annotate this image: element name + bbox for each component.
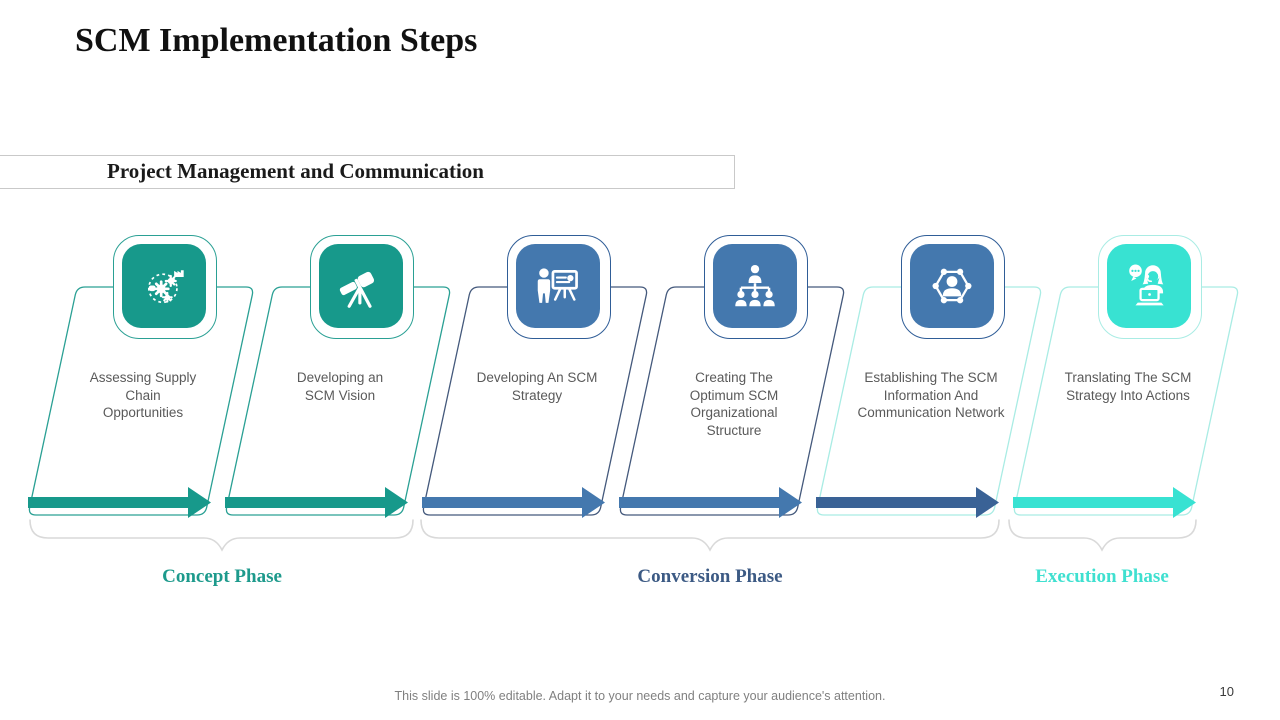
step-icon-tile [319,244,403,328]
network-people-icon [932,268,972,304]
step-icon-tile [516,244,600,328]
step-label: Assessing Supply Chain Opportunities [89,370,197,420]
step-arrow [816,487,999,518]
phase-label-concept: Concept Phase [162,566,282,587]
step-label: Developing An SCM Strategy [476,370,598,403]
org-chart-icon [735,264,775,307]
step-label: Developing an SCM Vision [296,370,384,403]
step-icon-box [507,235,611,339]
step-icon-box [113,235,217,339]
step-arrow [225,487,408,518]
presentation-icon [537,268,578,303]
phase-brace-execution [1008,519,1197,552]
step-icon-tile [1107,244,1191,328]
step-label: Establishing The SCM Information And Com… [857,370,1005,420]
step-arrow [1013,487,1196,518]
step-icon-tile [122,244,206,328]
telescope-icon [339,271,375,308]
step-icon-tile [713,244,797,328]
support-agent-icon [1129,264,1164,306]
step-arrow [28,487,211,518]
step-arrow [619,487,802,518]
page-title: SCM Implementation Steps [75,22,478,59]
banner-box: Project Management and Communication [0,155,735,189]
process-gears-icon [147,270,184,304]
step-icon-tile [910,244,994,328]
step-icon-box [901,235,1005,339]
phase-brace-concept [29,519,414,552]
step-arrow [422,487,605,518]
step-icon-box [1098,235,1202,339]
page-number: 10 [1219,684,1234,699]
step-icon-box [310,235,414,339]
phase-label-conversion: Conversion Phase [637,566,783,587]
step-label: Translating The SCM Strategy Into Action… [1064,370,1192,403]
step-label: Creating The Optimum SCM Organizational … [689,370,779,438]
footer-note: This slide is 100% editable. Adapt it to… [394,689,886,703]
phase-brace-conversion [420,519,1000,552]
step-icon-box [704,235,808,339]
phase-label-execution: Execution Phase [1035,566,1169,587]
banner-title: Project Management and Communication [107,159,484,183]
